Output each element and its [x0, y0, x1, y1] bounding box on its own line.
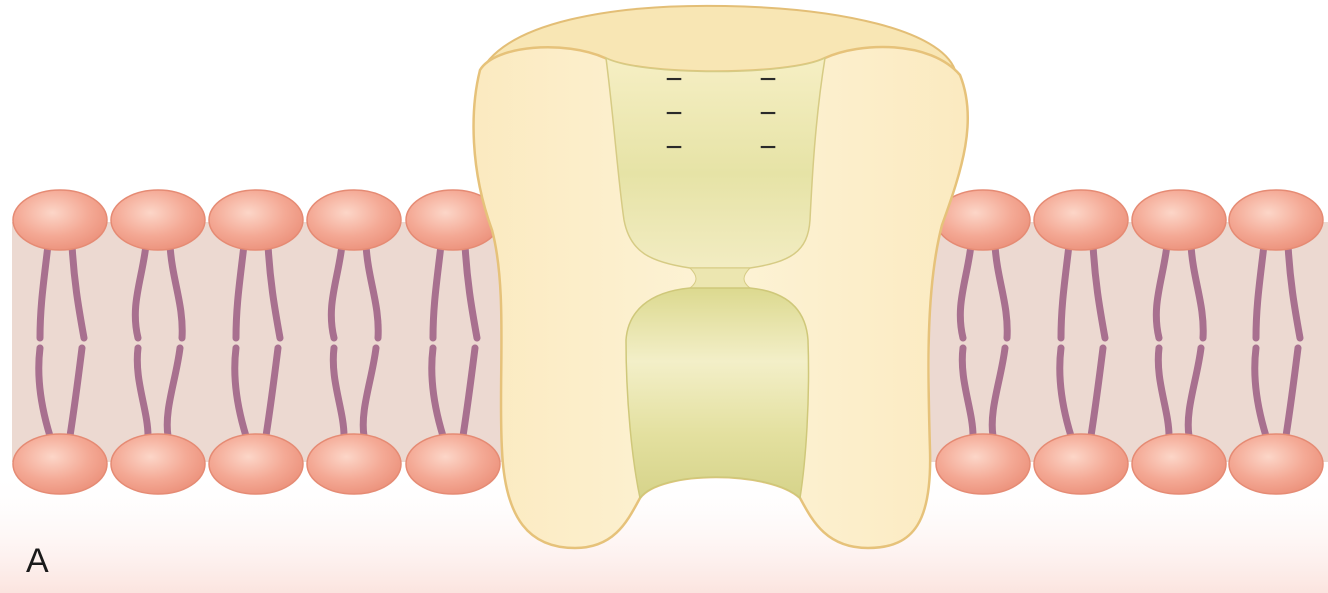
lipid-head [1034, 434, 1128, 494]
lipid-head [1132, 190, 1226, 250]
lipid-head [936, 434, 1030, 494]
lipid-head [13, 434, 107, 494]
lipid-head [209, 434, 303, 494]
panel-label: A [26, 542, 50, 581]
negative-charge: − [665, 131, 683, 164]
negative-charge: − [665, 97, 683, 130]
lipid-head [406, 434, 500, 494]
pore-lower-cavity [626, 288, 809, 498]
cytoplasm-glow [0, 470, 1328, 593]
negative-charge: − [665, 63, 683, 96]
negative-charge: − [759, 63, 777, 96]
lipid-head [307, 190, 401, 250]
lipid-head [111, 434, 205, 494]
lipid-head [13, 190, 107, 250]
lipid-head [1132, 434, 1226, 494]
channel-protein [474, 6, 968, 548]
lipid-head [1229, 434, 1323, 494]
pore-upper-vestibule [606, 58, 825, 268]
lipid-head [307, 434, 401, 494]
negative-charge: − [759, 131, 777, 164]
negative-charge: − [759, 97, 777, 130]
pore-constriction [690, 268, 750, 288]
lipid-head [111, 190, 205, 250]
lipid-head [209, 190, 303, 250]
lipid-head [1034, 190, 1128, 250]
lipid-head [1229, 190, 1323, 250]
